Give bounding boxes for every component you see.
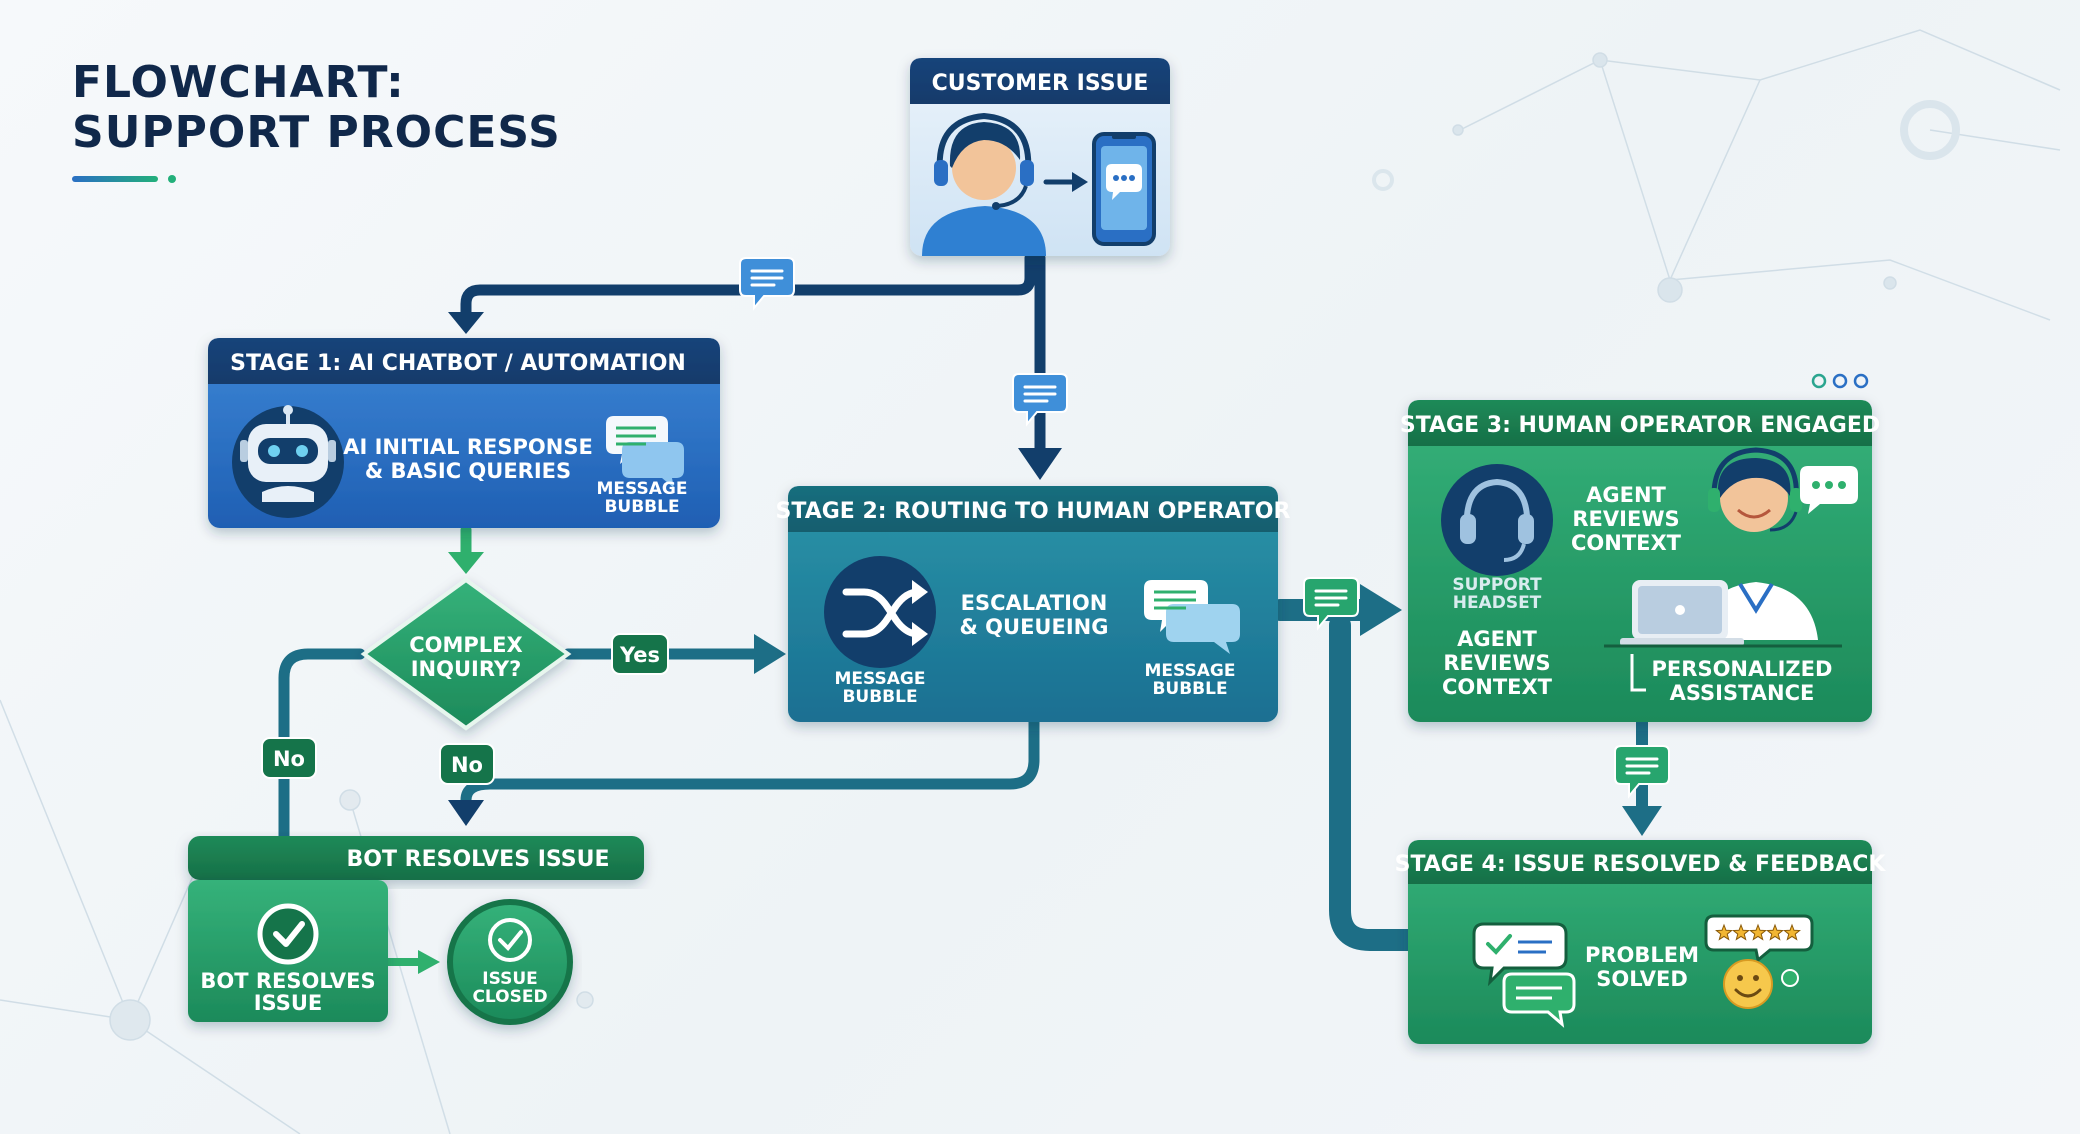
- issue-closed-line2: CLOSED: [472, 987, 547, 1007]
- stage4-text-line1: PROBLEM: [1585, 943, 1699, 967]
- star-rating-icon: [1704, 914, 1814, 963]
- stage1-header: STAGE 1: AI CHATBOT / AUTOMATION: [230, 351, 686, 376]
- smiley-icon: [1723, 959, 1799, 1009]
- connector-message-badges: [739, 257, 1670, 799]
- customer-issue-header: CUSTOMER ISSUE: [932, 71, 1149, 96]
- bracket-line: [1604, 644, 1842, 692]
- stage3-header: STAGE 3: HUMAN OPERATOR ENGAGED: [1400, 413, 1880, 438]
- stage4-text-line2: SOLVED: [1596, 967, 1688, 991]
- yes-label: Yes: [619, 643, 660, 667]
- stage3-headset-line1: SUPPORT: [1452, 575, 1542, 595]
- arrowhead-stage3: [1360, 584, 1402, 636]
- decorative-dots: [1811, 373, 1869, 389]
- stage3-agent-top-line3: CONTEXT: [1571, 531, 1682, 555]
- stage2-text-line1: ESCALATION: [961, 591, 1108, 615]
- message-bubble-icon: [1303, 577, 1359, 631]
- connector-no-right: [460, 716, 1040, 812]
- stage3-agent-top-line2: REVIEWS: [1572, 507, 1679, 531]
- star-icon: [1749, 923, 1767, 941]
- star-icon: [1732, 923, 1750, 941]
- stage3-personal-line2: ASSISTANCE: [1670, 681, 1815, 705]
- no-right-label-badge: No: [439, 743, 495, 785]
- yes-label-badge: Yes: [611, 633, 669, 675]
- connector-branch-to-stage4: [1329, 614, 1419, 951]
- arrowhead-decision: [448, 552, 484, 574]
- arrowhead-issue-closed: [418, 950, 440, 974]
- connector-no-left: [278, 648, 366, 886]
- title-line-2: SUPPORT PROCESS: [72, 107, 561, 158]
- stage3-personal-line1: PERSONALIZED: [1652, 657, 1833, 681]
- stage2-icon-caption-line1: MESSAGE: [835, 669, 926, 689]
- message-bubble-icon: [1614, 745, 1670, 799]
- stage1-bubble-line2: BUBBLE: [604, 497, 679, 517]
- no-right-label: No: [451, 753, 483, 777]
- chat-dots-icon: [1800, 466, 1858, 514]
- decision-diamond[interactable]: [360, 577, 572, 731]
- check-circle-icon: [257, 903, 319, 965]
- no-left-label-badge: No: [261, 737, 317, 779]
- stage1-text-line1: AI INITIAL RESPONSE: [343, 435, 593, 459]
- stage2-icon-caption-line2: BUBBLE: [842, 687, 917, 707]
- star-icon: [1766, 923, 1784, 941]
- decision-line2: INQUIRY?: [411, 657, 522, 681]
- message-bubble-icon: [1012, 373, 1068, 427]
- robot-icon: [232, 405, 344, 518]
- headset-user-icon: [922, 112, 1046, 256]
- message-bubble-icon: [739, 257, 795, 311]
- issue-closed-line1: ISSUE: [482, 969, 537, 989]
- message-bubble-icon: [606, 416, 684, 488]
- stars: [1715, 923, 1801, 941]
- no-left-label: No: [273, 747, 305, 771]
- stage2-bubble-line2: BUBBLE: [1152, 679, 1227, 699]
- agent-laptop-icon: [1620, 447, 1818, 646]
- star-icon: [1783, 923, 1801, 941]
- background-network: [0, 29, 2061, 1134]
- decision-line1: COMPLEX: [409, 633, 522, 657]
- stage3-agent-left-line2: REVIEWS: [1443, 651, 1550, 675]
- stage3-headset-line2: HEADSET: [1453, 593, 1542, 613]
- stage2-header: STAGE 2: ROUTING TO HUMAN OPERATOR: [776, 499, 1291, 524]
- stage3-agent-top-line1: AGENT: [1586, 483, 1666, 507]
- stage2-text-line2: & QUEUEING: [960, 615, 1109, 639]
- bot-resolves-text-line2: ISSUE: [254, 991, 323, 1015]
- page-title: FLOWCHART: SUPPORT PROCESS: [72, 57, 561, 183]
- arrowhead-stage4: [1622, 806, 1662, 836]
- stage2-box[interactable]: [788, 486, 1278, 722]
- message-bubble-icon: [1144, 580, 1240, 654]
- stage1-text-line2: & BASIC QUERIES: [365, 459, 571, 483]
- bot-resolves-header-bar[interactable]: [188, 836, 644, 880]
- stage4-header: STAGE 4: ISSUE RESOLVED & FEEDBACK: [1395, 852, 1887, 877]
- title-underline: [72, 176, 158, 182]
- arrowhead-stage1: [448, 312, 484, 334]
- stage2-bubble-line1: MESSAGE: [1145, 661, 1236, 681]
- headset-icon: [1441, 464, 1553, 576]
- arrowhead-stage2: [1018, 448, 1062, 480]
- title-underline-dot: [168, 175, 176, 183]
- bot-resolves-text-line1: BOT RESOLVES: [200, 969, 375, 993]
- stage3-agent-left-line3: CONTEXT: [1442, 675, 1553, 699]
- arrowhead-yes: [754, 634, 786, 674]
- title-line-1: FLOWCHART:: [72, 57, 405, 108]
- arrowhead-no-right: [448, 800, 484, 826]
- smartphone-chat-icon: [1092, 132, 1156, 246]
- stage3-agent-left-line1: AGENT: [1457, 627, 1537, 651]
- stage1-bubble-line1: MESSAGE: [597, 479, 688, 499]
- arrow-right-icon: [1043, 172, 1088, 192]
- star-icon: [1715, 923, 1733, 941]
- connectors: [266, 252, 1662, 974]
- issue-closed-icon[interactable]: [447, 899, 573, 1025]
- shuffle-icon: [824, 556, 936, 668]
- bot-resolves-header: BOT RESOLVES ISSUE: [347, 847, 610, 872]
- chat-check-icon: [1472, 922, 1576, 1028]
